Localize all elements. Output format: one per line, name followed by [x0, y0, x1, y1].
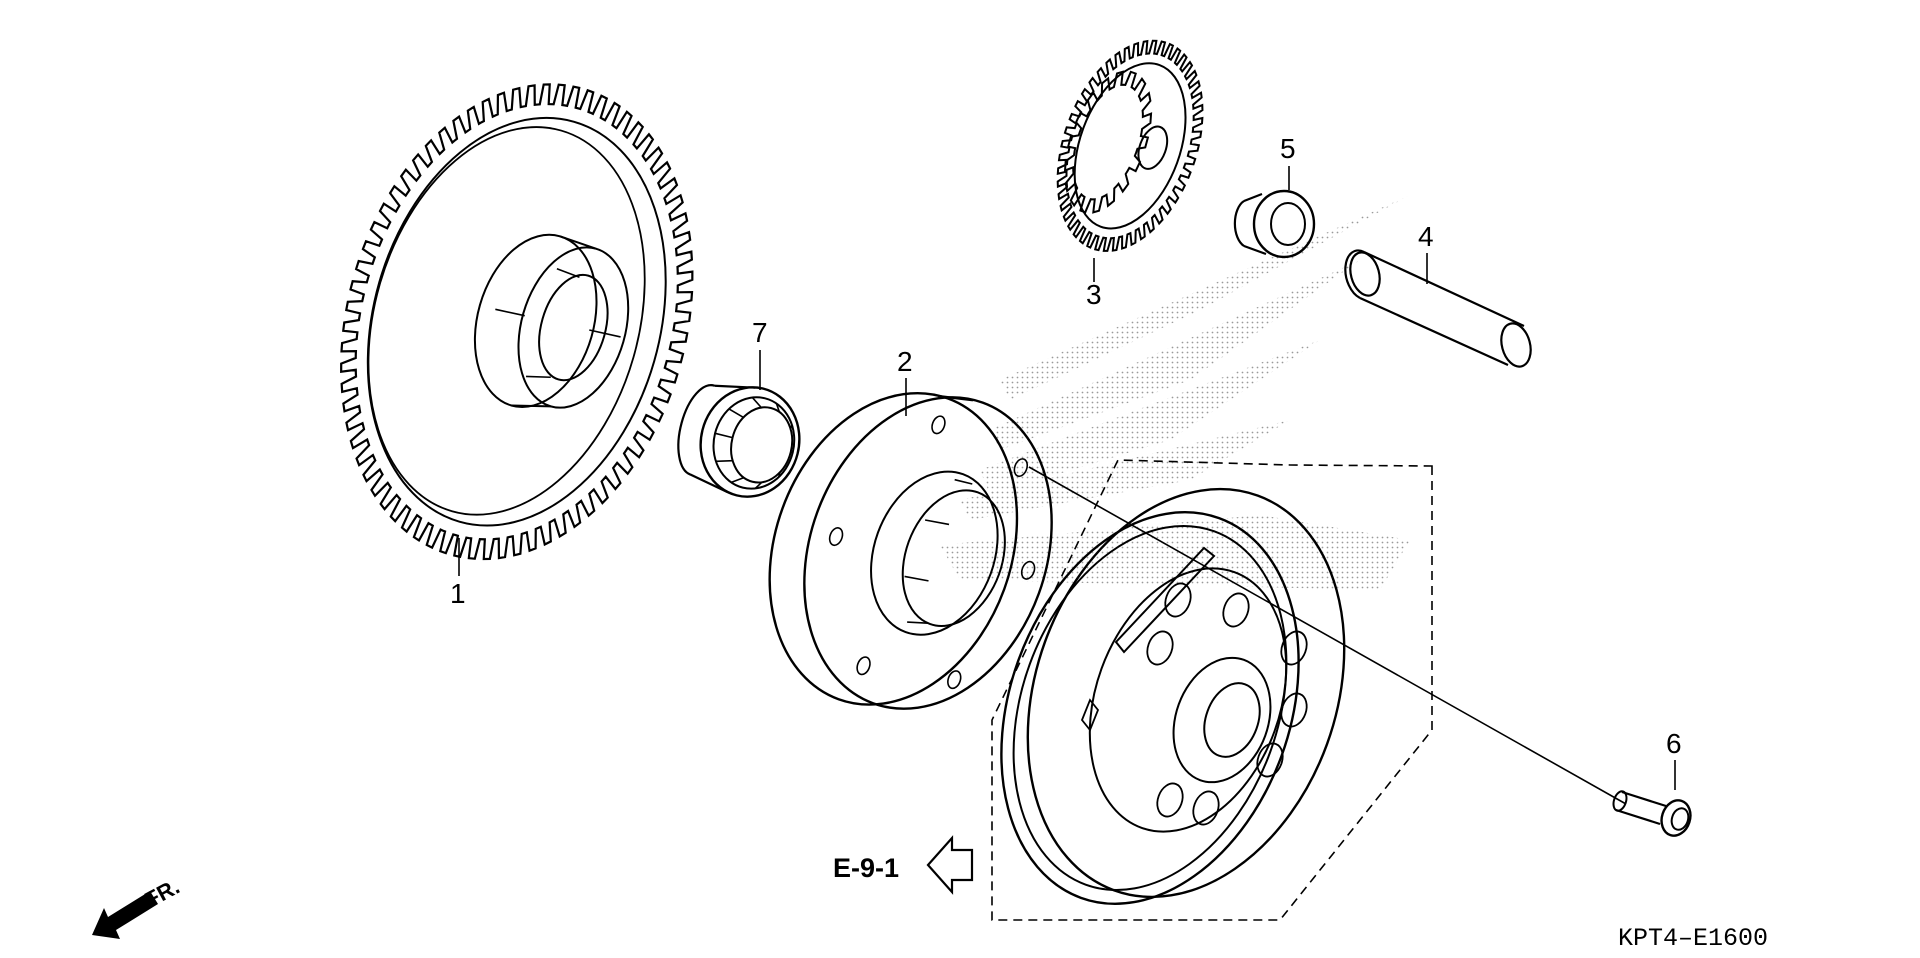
- bearing-needle: [778, 472, 781, 478]
- reference-arrow-icon: [926, 835, 974, 895]
- bearing-needle: [775, 403, 781, 413]
- collar[interactable]: [1233, 189, 1316, 259]
- callout-2: 2: [897, 346, 913, 377]
- reduction-gear-shaft[interactable]: [1344, 249, 1535, 370]
- callout-4: 4: [1418, 221, 1434, 252]
- needle-bearing[interactable]: [668, 371, 811, 507]
- callout-3: 3: [1086, 279, 1102, 310]
- callout-numbers: 1 2 3 4 5 6 7: [450, 133, 1682, 759]
- callout-7: 7: [752, 317, 768, 348]
- starter-driven-gear[interactable]: [288, 43, 746, 601]
- reduction-gear[interactable]: [1031, 21, 1230, 271]
- reference-link[interactable]: E-9-1: [833, 835, 974, 895]
- front-direction-indicator: FR.: [92, 874, 184, 939]
- leader-lines: [458, 166, 1676, 805]
- flywheel-reference: [991, 459, 1433, 921]
- bearing-needle: [728, 408, 744, 419]
- callout-5: 5: [1280, 133, 1296, 164]
- callout-1: 1: [450, 578, 466, 609]
- drawing-code: KPT4–E1600: [1618, 924, 1768, 953]
- reference-label: E-9-1: [833, 853, 899, 883]
- bearing-needle: [789, 424, 793, 430]
- bearing-needle: [714, 432, 733, 439]
- bearing-needle: [754, 481, 763, 489]
- bearing-needle: [730, 476, 745, 484]
- bearing-needle: [715, 459, 733, 463]
- starter-clutch-bolt[interactable]: [1611, 790, 1695, 840]
- bearing-needle: [751, 397, 762, 409]
- callout-6: 6: [1666, 728, 1682, 759]
- front-direction-arrow-icon: [92, 891, 158, 939]
- watermark-wing: [940, 195, 1410, 590]
